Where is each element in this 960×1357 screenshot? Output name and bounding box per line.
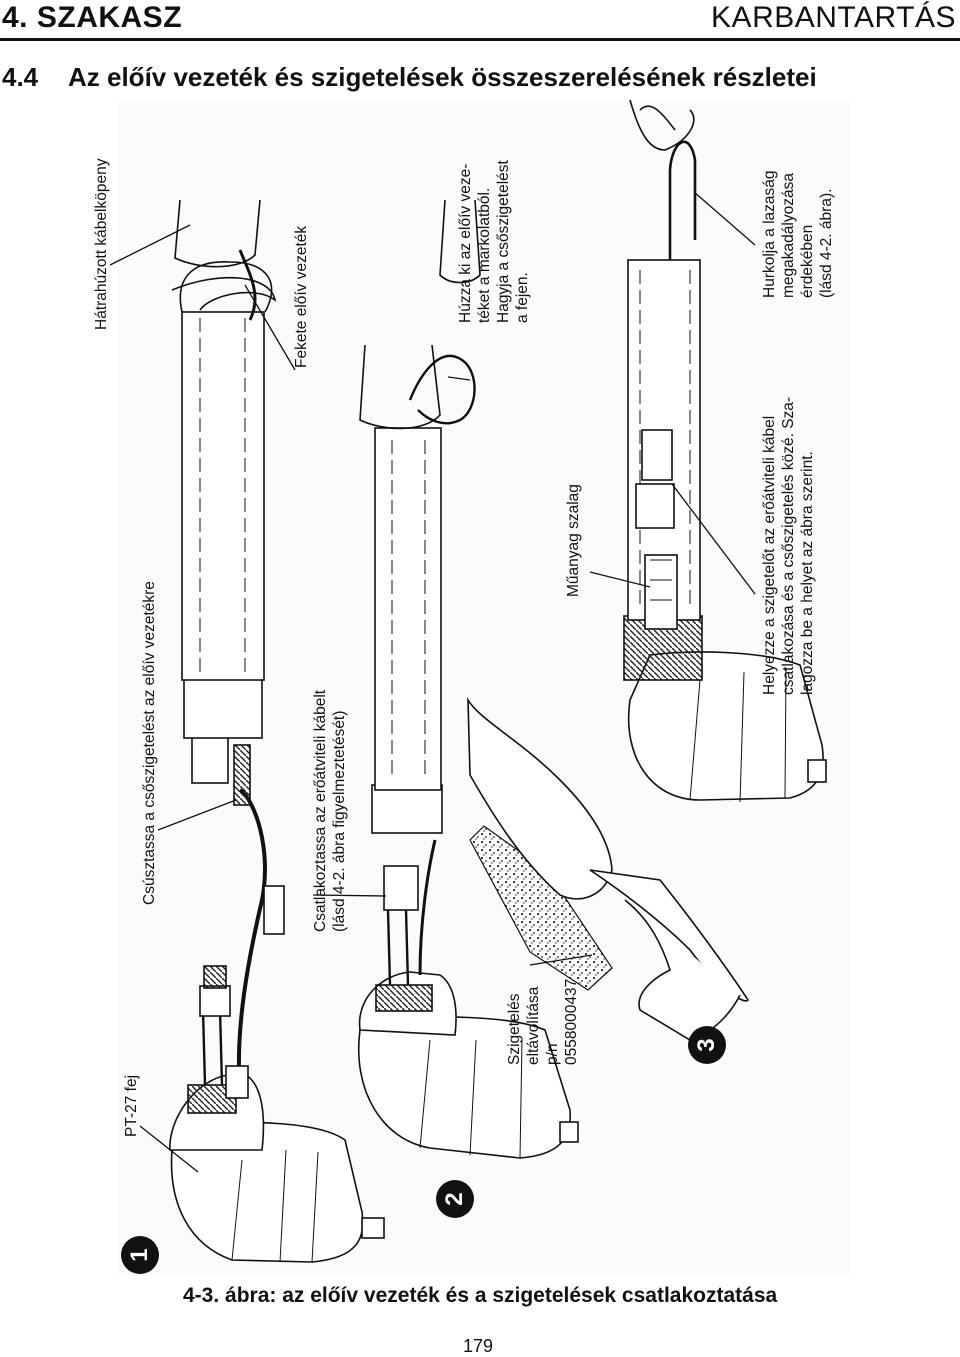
label-loop: Hurkolja a lazaság megakadályozása érdek… xyxy=(760,170,836,298)
label-torch-head: PT-27 fej xyxy=(123,1074,140,1137)
label-loop-line1: Hurkolja a lazaság xyxy=(761,170,778,298)
label-position-line3: lagozza be a helyet az ábra szerint. xyxy=(799,451,816,695)
label-removal-line4: 0558000437 xyxy=(563,978,580,1065)
label-pull-line3: Hagyja a csőszigetelést xyxy=(495,160,512,323)
step-badge-1: 1 xyxy=(121,1236,159,1274)
chapter-title: KARBANTARTÁS xyxy=(711,1,956,34)
label-pull-line1: Húzza ki az előív veze- xyxy=(457,163,474,323)
label-position: Helyezze a szigetelőt az erőátviteli káb… xyxy=(760,397,817,695)
step2-drawing xyxy=(358,199,749,1159)
leader-lines xyxy=(109,191,756,1173)
step-badge-2: 2 xyxy=(436,1180,474,1218)
step-badge-3: 3 xyxy=(688,1026,726,1064)
header-rule xyxy=(0,38,960,41)
section-title: 4. SZAKASZ xyxy=(2,1,183,34)
label-removal-line1: Szigetelés xyxy=(506,993,523,1065)
page-header: 4. SZAKASZ KARBANTARTÁS xyxy=(0,0,960,41)
step1-drawing xyxy=(169,199,385,1263)
label-position-line2: csatlakozása és a csőszigetelés közé. Sz… xyxy=(780,396,797,695)
label-loop-line4: (lásd 4-2. ábra). xyxy=(818,188,835,298)
label-sleeve: Hátrahúzott kábelköpeny xyxy=(93,158,110,330)
label-connect-line1: Csatlakoztassa az erőátviteli kábelt xyxy=(312,689,329,932)
label-loop-line3: érdekében xyxy=(799,224,816,298)
label-pull-out: Húzza ki az előív veze- téket a markolat… xyxy=(456,160,532,323)
label-insulation-removal: Szigetelés eltávolítása p/n 0558000437 xyxy=(505,979,581,1065)
label-plastic-tape: Műanyag szalag xyxy=(565,484,582,597)
label-position-line1: Helyezze a szigetelőt az erőátviteli káb… xyxy=(761,415,778,695)
label-connect-line2: (lásd 4-2. ábra figyelmeztetését) xyxy=(331,710,348,932)
page-number: 179 xyxy=(463,1336,494,1356)
label-removal-line3: p/n xyxy=(544,1043,561,1065)
label-pull-line4: a fejen. xyxy=(514,272,531,323)
subsection-number: 4.4 xyxy=(2,62,39,92)
label-pull-line2: téket a markolatból. xyxy=(476,187,493,323)
subsection-title: Az előív vezeték és szigetelések összesz… xyxy=(68,62,817,92)
subsection-heading: 4.4 Az előív vezeték és szigetelések össz… xyxy=(2,62,817,93)
label-black-wire: Fekete előív vezeték xyxy=(293,225,310,368)
label-connect: Csatlakoztassa az erőátviteli kábelt (lá… xyxy=(311,690,349,932)
label-slide-insulation: Csúsztassa a csőszigetelést az előív vez… xyxy=(141,581,158,905)
figure-caption: 4-3. ábra: az előív vezeték és a szigete… xyxy=(183,1284,778,1307)
label-loop-line2: megakadályozása xyxy=(780,173,797,298)
label-removal-line2: eltávolítása xyxy=(525,986,542,1065)
step3-drawing xyxy=(623,99,827,803)
